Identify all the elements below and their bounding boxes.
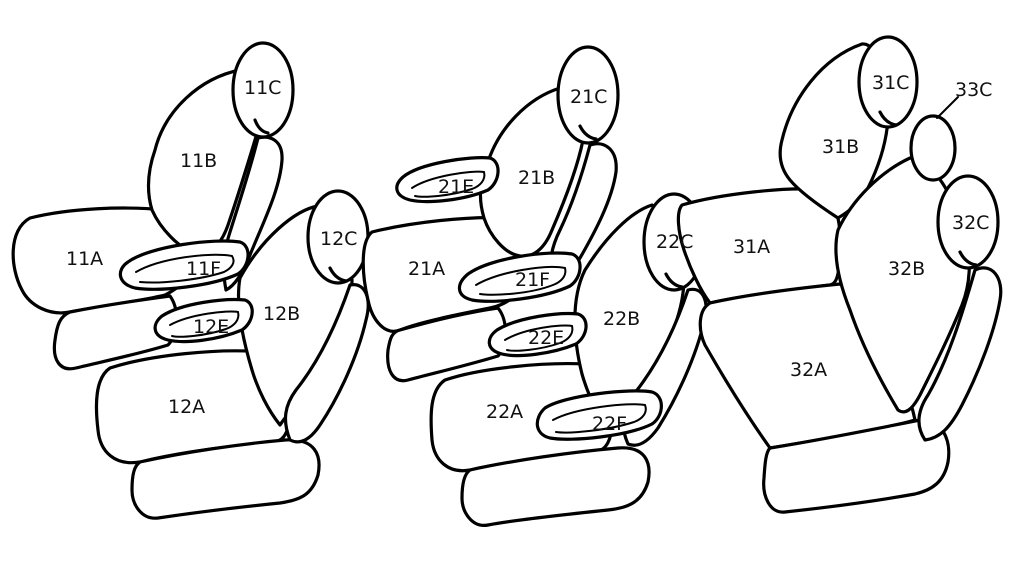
label-32C: 32C (952, 212, 989, 234)
headrest-post-32C (958, 250, 978, 267)
seat-part-12B-side (283, 283, 370, 444)
seat-part-31C (857, 35, 919, 129)
label-21E: 21E (438, 176, 474, 198)
seat-part-21B (478, 86, 585, 258)
seat-part-32C (936, 174, 1000, 270)
label-11B: 11B (180, 150, 217, 172)
headrest-post-31C (878, 110, 898, 127)
bench-32 (698, 156, 1003, 514)
seat-part-12A-front (130, 438, 321, 520)
label-12E: 12E (193, 316, 229, 338)
label-32B: 32B (888, 258, 925, 280)
armrest-inner-22E (504, 324, 574, 352)
headrest-post-22C (664, 272, 684, 289)
seat-part-33C (909, 114, 957, 182)
label-22E: 22E (528, 327, 564, 349)
armrest-inner-11F (135, 253, 235, 284)
seat-part-11B (146, 68, 262, 255)
seat-part-21F (457, 251, 582, 303)
seat-part-21C (556, 45, 620, 145)
label-32A: 32A (790, 359, 827, 381)
seat-part-12E (153, 298, 254, 344)
label-31B: 31B (822, 136, 859, 158)
seat-11 (11, 41, 295, 371)
seat-part-21A-front (386, 306, 508, 383)
seat-part-32B-side (917, 266, 1003, 442)
armrest-inner-12E (169, 310, 240, 338)
label-31C: 31C (872, 72, 909, 94)
label-21C: 21C (570, 86, 607, 108)
label-21A: 21A (408, 258, 445, 280)
bench-33 (909, 96, 959, 182)
label-31A: 31A (733, 236, 770, 258)
seat-part-22A-front (460, 446, 651, 527)
label-22C: 22C (656, 231, 693, 253)
bench-31 (676, 35, 919, 305)
label-12B: 12B (263, 303, 300, 325)
part-labels: 11A 11B 11C 11F 12A 12B 12C 12E 21A 21B … (66, 72, 992, 435)
label-11C: 11C (244, 77, 281, 99)
armrest-inner-22F (552, 403, 647, 434)
seat-part-32A-front (762, 418, 951, 514)
label-11A: 11A (66, 248, 103, 270)
seat-part-22E (487, 312, 588, 358)
seat-12 (94, 189, 370, 520)
label-21B: 21B (518, 167, 555, 189)
label-21F: 21F (515, 269, 550, 291)
label-22F: 22F (592, 413, 627, 435)
headrest-post-12C (328, 266, 348, 283)
leader-line-33C (936, 96, 959, 119)
seat-part-11C (231, 41, 295, 139)
label-22A: 22A (486, 401, 523, 423)
headrest-post-11C (253, 118, 270, 135)
headrest-post-21C (578, 124, 598, 141)
seat-21 (361, 45, 620, 383)
seat-part-32B (834, 156, 971, 414)
label-11F: 11F (186, 258, 221, 280)
seat-part-21E (395, 156, 500, 204)
seat-part-11A-front (52, 294, 179, 371)
armrest-inner-21F (475, 265, 567, 296)
seat-part-22F (535, 389, 663, 441)
label-12A: 12A (168, 396, 205, 418)
armrest-inner-21E (411, 170, 486, 198)
seat-part-11F (118, 239, 250, 291)
seat-22 (429, 192, 708, 527)
label-22B: 22B (603, 308, 640, 330)
label-12C: 12C (320, 228, 357, 250)
label-33C: 33C (955, 79, 992, 101)
